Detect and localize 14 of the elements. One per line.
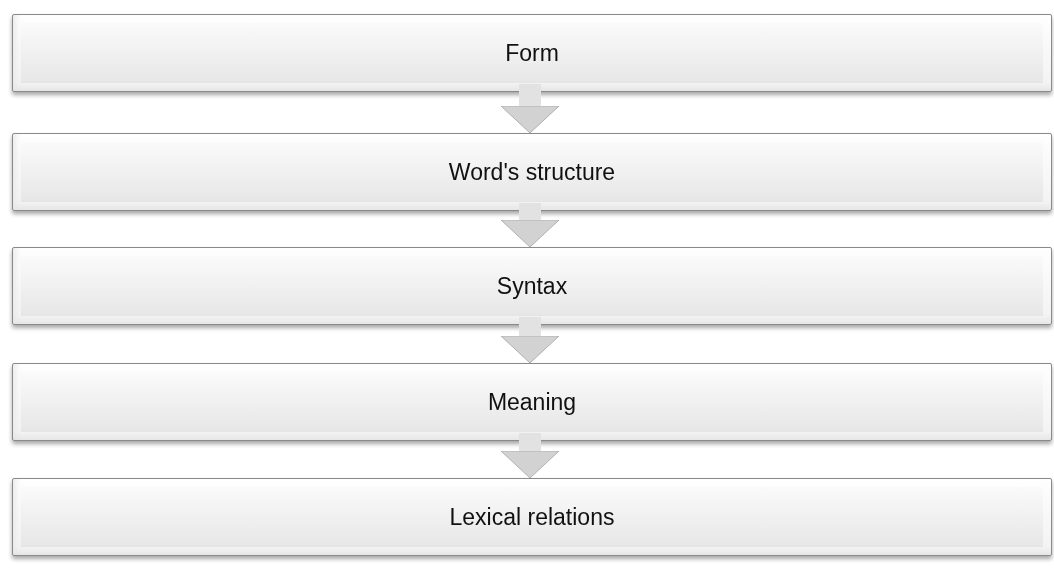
block-arrow bbox=[500, 317, 560, 364]
process-band bbox=[12, 478, 1052, 556]
block-arrow bbox=[500, 84, 560, 134]
block-arrow bbox=[500, 203, 560, 248]
process-band bbox=[12, 363, 1052, 441]
step-label: Syntax bbox=[496, 272, 568, 300]
process-band bbox=[12, 247, 1052, 325]
process-band bbox=[12, 133, 1052, 211]
process-band bbox=[12, 14, 1052, 92]
step-label: Lexical relations bbox=[449, 503, 615, 531]
step-label: Meaning bbox=[487, 388, 577, 416]
block-arrow bbox=[500, 433, 560, 479]
step-label: Word's structure bbox=[448, 158, 616, 186]
step-label: Form bbox=[505, 39, 559, 67]
